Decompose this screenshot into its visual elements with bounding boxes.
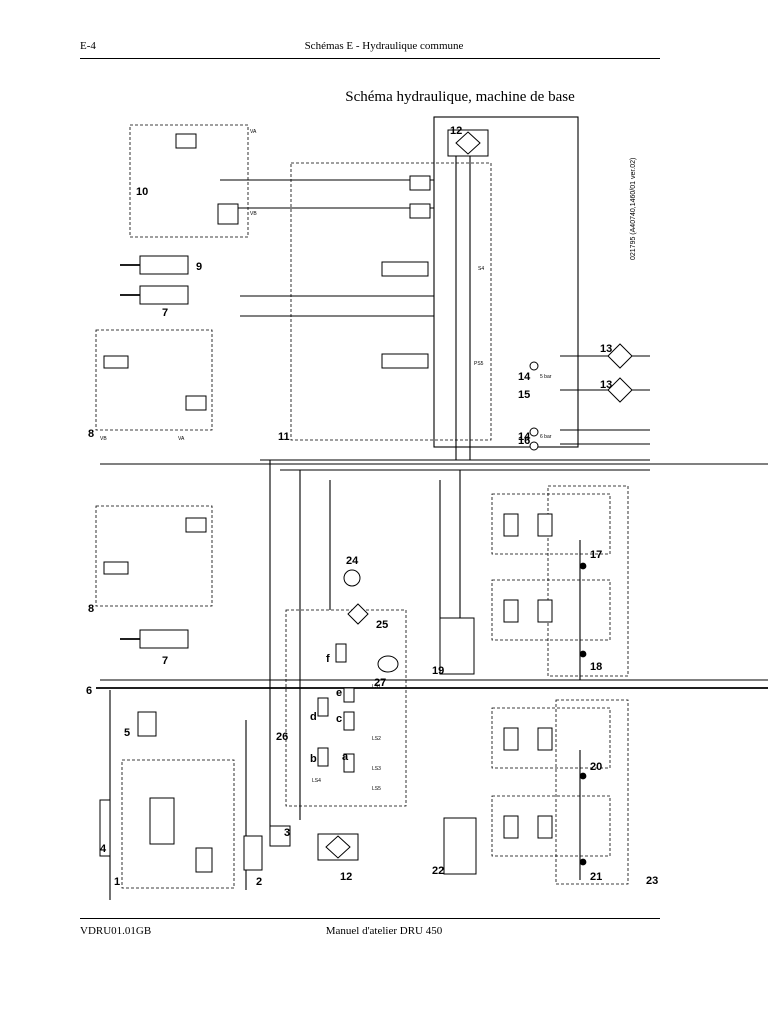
port-label: 5 bar (540, 374, 552, 380)
schematic-frame (95, 116, 629, 889)
port-label: LS2 (372, 736, 381, 742)
port-label: LS4 (312, 778, 321, 784)
callout-e: e (336, 687, 342, 699)
callout-15: 15 (518, 389, 530, 401)
callout-3: 3 (284, 827, 290, 839)
callout-22: 22 (432, 865, 444, 877)
components (99, 129, 633, 875)
callout-14b: 14 (518, 431, 531, 443)
callout-13: 13 (600, 343, 612, 355)
port-label: VA (250, 129, 257, 135)
port-label: S4 (478, 266, 484, 272)
port-label: PS5 (474, 361, 484, 367)
callout-19: 19 (432, 665, 444, 677)
port-label: VA (178, 436, 185, 442)
callout-7: 7 (162, 307, 168, 319)
callout-9: 9 (196, 261, 202, 273)
callout-13b: 13 (600, 379, 612, 391)
footer-rule (80, 918, 660, 919)
callout-24: 24 (346, 555, 359, 567)
callout-12: 12 (450, 125, 462, 137)
callout-26: 26 (276, 731, 288, 743)
callout-18: 18 (590, 661, 602, 673)
callout-8b: 8 (88, 603, 94, 615)
callout-27: 27 (374, 677, 386, 689)
port-label: 6 bar (540, 434, 552, 440)
port-label: VB (100, 436, 107, 442)
port-label: LS5 (372, 786, 381, 792)
port-labels: VA VB VA VB S4 PS5 LS1 LS2 LS3 LS4 LS5 5… (100, 129, 552, 792)
callout-7b: 7 (162, 655, 168, 667)
header-rule (80, 58, 660, 59)
callout-25: 25 (376, 619, 388, 631)
callout-b: b (310, 753, 317, 765)
callout-1: 1 (114, 876, 120, 888)
callout-12b: 12 (340, 871, 352, 883)
callout-6: 6 (86, 685, 92, 697)
callout-f: f (326, 653, 330, 665)
callout-4: 4 (100, 843, 107, 855)
callout-11: 11 (278, 431, 290, 443)
callout-23: 23 (646, 875, 658, 887)
footer-doc-code: VDRU01.01GB (80, 925, 152, 937)
port-label: LS3 (372, 766, 381, 772)
callout-14: 14 (518, 371, 531, 383)
callout-20: 20 (590, 761, 602, 773)
header-chapter-title: Schémas E - Hydraulique commune (304, 40, 464, 52)
callout-5: 5 (124, 727, 130, 739)
header-section-number: E-4 (80, 40, 96, 52)
callout-10: 10 (136, 186, 148, 198)
hydraulic-lines (96, 140, 768, 900)
callout-d: d (310, 711, 317, 723)
callout-16: 16 (518, 435, 530, 447)
callout-labels: 1 2 3 4 5 6 7 7 8 8 9 10 11 12 12 13 13 … (86, 125, 658, 888)
footer-manual-title: Manuel d'atelier DRU 450 (325, 925, 443, 937)
callout-a: a (342, 751, 349, 763)
diagram-title: Schéma hydraulique, machine de base (345, 89, 575, 105)
callout-2: 2 (256, 876, 262, 888)
port-label: VB (250, 211, 257, 217)
callout-8: 8 (88, 428, 94, 440)
callout-17: 17 (590, 549, 602, 561)
callout-c: c (336, 713, 342, 725)
callout-21: 21 (590, 871, 602, 883)
port-label: LS1 (372, 684, 381, 690)
